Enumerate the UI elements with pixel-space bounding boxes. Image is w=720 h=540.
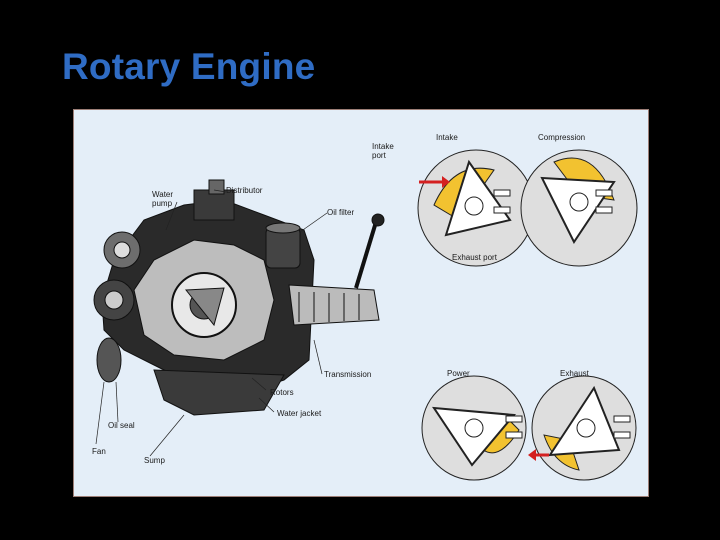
slide-title: Rotary Engine [62,46,316,87]
label-water-pump: Water pump [152,190,174,208]
label-stage-exhaust: Exhaust [560,369,589,378]
stage-exhaust-diagram [528,375,637,481]
label-stage-compression: Compression [538,133,586,142]
label-rotors: Rotors [270,388,294,397]
stage-compression-diagram [520,149,638,267]
engine-cutaway [93,179,385,416]
label-oil-seal: Oil seal [108,421,135,430]
label-distributor: Distributor [226,186,263,195]
label-oil-filter: Oil filter [327,208,355,217]
label-sump: Sump [144,456,165,465]
stage-intake-diagram [417,149,535,267]
label-stage-power: Power [447,369,470,378]
label-exhaust-port: Exhaust port [452,253,497,262]
label-water-jacket: Water jacket [277,409,322,418]
leader-lines [95,189,328,457]
label-stage-intake: Intake [436,133,458,142]
engine-diagram-panel: Water pump Distributor Oil filter Rotors… [73,109,649,497]
label-fan: Fan [92,447,106,456]
stage-power-diagram [421,375,527,481]
engine-illustration [93,149,638,481]
label-intake-port: Intake port [372,142,394,160]
label-transmission: Transmission [324,370,372,379]
